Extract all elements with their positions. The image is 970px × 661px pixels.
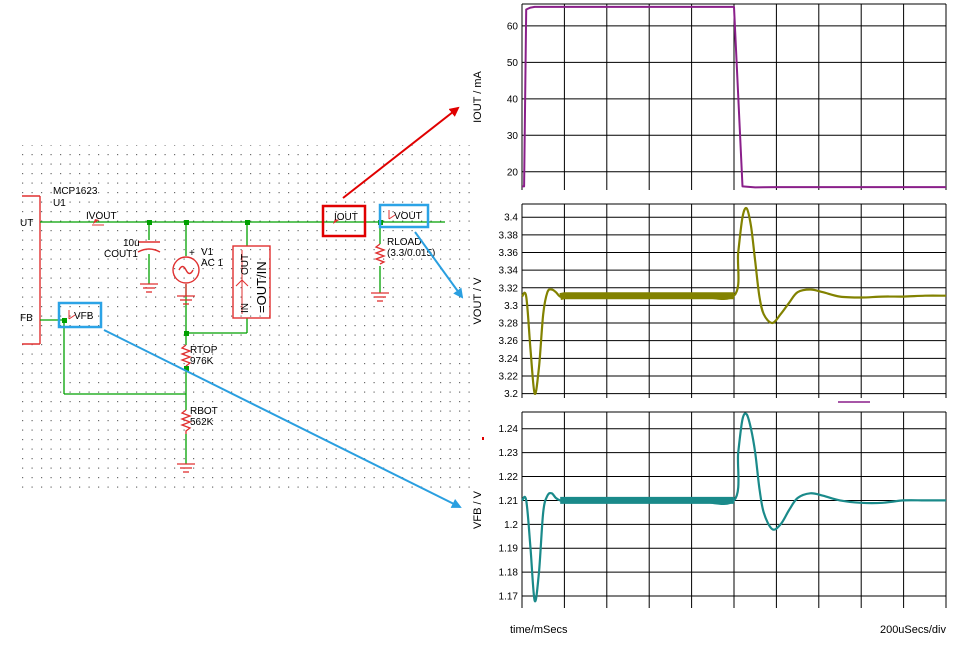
- source-v1: [172, 256, 200, 284]
- function-block: OUT IN =OUT/IN: [232, 245, 271, 319]
- rload-ref: RLOAD: [387, 237, 421, 248]
- capacitor-cout1: [137, 241, 161, 253]
- func-expression: =OUT/IN: [254, 261, 269, 313]
- probe-ivout-label: IVOUT: [86, 211, 117, 222]
- y-tick-label: 3.38: [499, 230, 519, 241]
- y-tick-label: 1.23: [499, 448, 519, 459]
- rbot-value: 562K: [190, 417, 214, 428]
- arrow-iout-to-plot: [342, 106, 460, 199]
- ic-name: MCP1623: [53, 186, 98, 197]
- y-tick-label: 3.24: [499, 354, 519, 365]
- y-tick-label: 3.2: [504, 389, 518, 400]
- stray-mark: [482, 437, 484, 440]
- y-tick-label: 60: [507, 21, 519, 32]
- cap-value: 10u: [123, 238, 140, 249]
- probe-vout: VOUT: [378, 203, 430, 229]
- ic-u1: [22, 195, 41, 345]
- cap-ref: COUT1: [104, 249, 138, 260]
- rload-value: (3.3/0.015): [387, 248, 435, 259]
- pointer-arrows: [103, 106, 464, 508]
- y-axis-label: VOUT / V: [472, 277, 484, 325]
- y-tick-label: 1.24: [499, 424, 519, 435]
- probe-iout: IOUT: [321, 204, 367, 238]
- ripple-band-vout: [559, 292, 734, 301]
- ic-ref: U1: [53, 198, 66, 209]
- y-tick-label: 3.4: [504, 213, 518, 224]
- y-tick-label: 1.17: [499, 592, 519, 603]
- y-axis-label: IOUT / mA: [472, 70, 484, 122]
- ground-symbols: [140, 283, 389, 473]
- probe-ivout: IVOUT: [86, 211, 117, 226]
- y-axis-label: VFB / V: [472, 490, 484, 529]
- func-in-label: IN: [240, 303, 251, 313]
- resistor-rload: [374, 243, 386, 265]
- resistor-rbot: [180, 409, 192, 434]
- arrow-vfb-to-plot: [103, 329, 462, 508]
- y-tick-label: 3.36: [499, 248, 519, 259]
- ic-pin-fb-label: FB: [20, 313, 33, 324]
- probe-vout-label: VOUT: [394, 211, 422, 222]
- resistor-rtop: [180, 344, 192, 367]
- y-tick-label: 3.22: [499, 371, 519, 382]
- source-plus: +: [189, 248, 195, 259]
- plot-vout: 3.4 3.38 3.36 3.34 3.32 3.3 3.28 3.26 3.24 3.22 3.…: [472, 203, 947, 400]
- ic-pin-out-label: UT: [20, 218, 33, 229]
- trace-vfb: [520, 412, 946, 603]
- y-tick-label: 3.28: [499, 319, 519, 330]
- y-tick-label: 50: [507, 58, 519, 69]
- x-scale-label: 200uSecs/div: [880, 624, 947, 636]
- y-tick-label: 3.26: [499, 336, 519, 347]
- y-tick-label: 3.34: [499, 266, 519, 277]
- rtop-value: 976K: [190, 356, 214, 367]
- trace-vout: [520, 206, 947, 395]
- y-tick-label: 3.32: [499, 283, 519, 294]
- probe-iout-label: IOUT: [334, 212, 358, 223]
- rbot-ref: RBOT: [190, 406, 218, 417]
- y-tick-label: 1.2: [504, 520, 518, 531]
- func-out-label: OUT: [240, 254, 251, 275]
- y-tick-label: 1.21: [499, 496, 519, 507]
- trace-iout: [522, 5, 946, 189]
- arrow-vout-to-plot: [414, 231, 464, 299]
- y-tick-label: 40: [507, 94, 519, 105]
- y-tick-label: 30: [507, 131, 519, 142]
- probe-vfb: VFB: [57, 301, 103, 329]
- plot-vfb: 1.24 1.23 1.22 1.21 1.2 1.19 1.18 1.17 VFB / V: [472, 411, 947, 608]
- probe-vfb-label: VFB: [74, 311, 94, 322]
- y-tick-label: 1.22: [499, 472, 519, 483]
- y-tick-label: 20: [507, 167, 519, 178]
- rtop-ref: RTOP: [190, 345, 218, 356]
- y-tick-label: 1.19: [499, 544, 519, 555]
- schematic: MCP1623 U1 UT FB: [18, 145, 478, 493]
- y-tick-label: 1.18: [499, 568, 519, 579]
- x-axis-label: time/mSecs: [510, 624, 568, 636]
- source-ref: V1: [201, 247, 214, 258]
- source-value: AC 1: [201, 258, 224, 269]
- y-tick-label: 3.3: [504, 301, 518, 312]
- schematic-dot-grid: [18, 145, 478, 493]
